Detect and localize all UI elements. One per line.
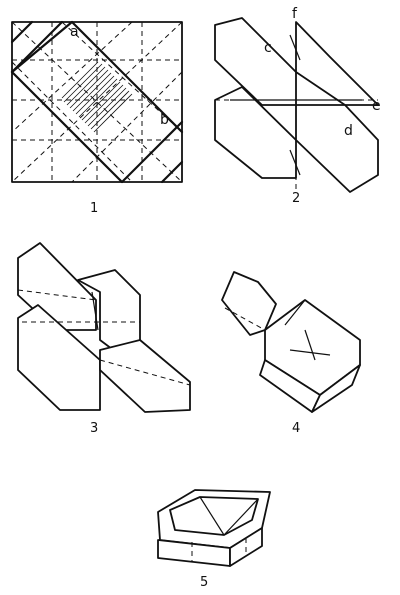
step-1-figure: a b 1: [10, 20, 184, 216]
bottom-left-arm: [17, 304, 101, 411]
label-b: b: [160, 112, 169, 128]
fold-line-a: [10, 20, 74, 74]
upper-left-flap: [214, 17, 297, 106]
step-number-1: 1: [90, 201, 98, 216]
step-number-4: 4: [292, 421, 300, 436]
step-number-5: 5: [200, 575, 208, 590]
fold-line-b: [120, 120, 184, 184]
step-number-3: 3: [90, 421, 98, 436]
label-d: d: [344, 123, 353, 139]
step-3-figure: 3: [17, 242, 191, 436]
label-a: a: [70, 24, 79, 40]
lower-right-flap: [295, 104, 379, 193]
step-2-figure: f c e d 2: [214, 6, 381, 206]
step-number-2: 2: [292, 191, 300, 206]
label-e: e: [372, 98, 381, 114]
label-f: f: [292, 6, 298, 22]
front-flap: [221, 271, 277, 336]
hatched-center: [61, 61, 133, 133]
box-right-side: [311, 364, 361, 413]
upper-right-flap: [295, 21, 379, 106]
label-c: c: [264, 40, 272, 56]
bottom-right-arm: [99, 339, 191, 413]
step-5-figure: 5: [157, 489, 271, 590]
step-4-figure: 4: [221, 271, 361, 436]
